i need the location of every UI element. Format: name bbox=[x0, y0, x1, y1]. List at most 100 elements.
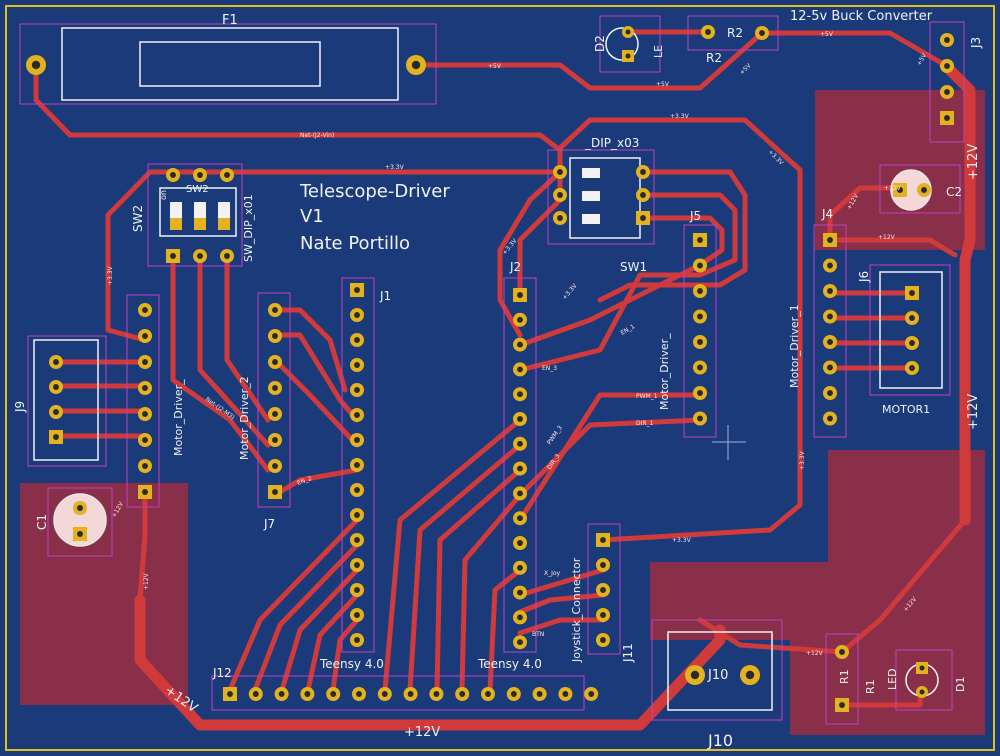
j7-pad-8 bbox=[268, 485, 282, 499]
ref-j10: J10 bbox=[707, 731, 733, 750]
md1-pad-5 bbox=[823, 335, 837, 349]
net-label-12v-big-bottom: +12V bbox=[404, 725, 440, 740]
j12-pad-14 bbox=[558, 687, 573, 701]
ref-d1-led: LED bbox=[886, 668, 899, 690]
net-label-12v-a: +12V bbox=[878, 234, 896, 241]
j1-pad-3 bbox=[350, 333, 364, 347]
sw1-left-pad-2 bbox=[553, 188, 567, 202]
c2-pad-1 bbox=[893, 183, 907, 197]
j6-body bbox=[879, 271, 943, 389]
sw1-right-pad-3 bbox=[636, 211, 650, 225]
trace-3v3-j2 bbox=[497, 169, 563, 338]
j7-pad-3 bbox=[268, 355, 282, 369]
j2-pad-7 bbox=[513, 436, 527, 451]
j2-pad-10 bbox=[513, 511, 527, 526]
net-label-3v3-g: +3.3V bbox=[799, 450, 806, 470]
trace-joy-2 bbox=[517, 592, 606, 615]
j12-pad-6 bbox=[352, 687, 366, 701]
sw2-top-pad-3 bbox=[220, 168, 234, 182]
j7-pad-5 bbox=[268, 407, 282, 421]
courtyard-d2 bbox=[599, 15, 661, 73]
j7-pad-7 bbox=[268, 459, 282, 473]
trace-xjoy bbox=[517, 567, 606, 598]
board-outline bbox=[5, 5, 995, 751]
trace-12v-r1 bbox=[697, 617, 845, 655]
j2-pad-4 bbox=[513, 362, 527, 377]
j1-pad-4 bbox=[350, 358, 364, 372]
md3-pad-2 bbox=[138, 329, 152, 343]
md1-pad-7 bbox=[823, 386, 837, 400]
courtyard-j3 bbox=[929, 21, 965, 143]
courtyard-j2 bbox=[503, 277, 537, 653]
j7-pad-1 bbox=[268, 303, 282, 317]
j2-pad-12 bbox=[513, 560, 527, 575]
trace-12v-wide-right bbox=[939, 59, 976, 526]
sw2-top-pad-1 bbox=[166, 168, 180, 182]
j11-pad-1 bbox=[596, 533, 610, 547]
j7-pad-2 bbox=[268, 329, 282, 343]
ref-j1: J1 bbox=[379, 289, 391, 303]
trace-net-vin bbox=[33, 62, 563, 298]
trace-j12-j bbox=[487, 567, 523, 693]
j1-pad-5 bbox=[350, 383, 364, 397]
md1-pad-3 bbox=[823, 284, 837, 298]
trace-sw1-1 bbox=[597, 169, 748, 303]
sw2-body bbox=[159, 187, 237, 237]
trace-3v3-sw2 bbox=[105, 169, 563, 343]
ref-d2: D2 bbox=[593, 35, 607, 52]
trace-j7-2 bbox=[272, 332, 360, 423]
sw1-actuator-3 bbox=[582, 214, 600, 224]
trace-5v-j3 bbox=[759, 30, 948, 68]
courtyard-r2 bbox=[687, 15, 779, 51]
md3-pad-4 bbox=[138, 381, 152, 395]
trace-sw2-c bbox=[224, 252, 271, 423]
j6-pad-2 bbox=[905, 311, 919, 325]
buck-converter-label: 12-5v Buck Converter bbox=[790, 9, 933, 24]
trace-5v-main bbox=[413, 30, 765, 91]
trace-12v-wide-bottom bbox=[134, 594, 726, 731]
traces bbox=[33, 29, 976, 731]
trace-sw1-2 bbox=[517, 192, 738, 373]
trace-j12-g bbox=[407, 442, 523, 693]
md3-pad-7 bbox=[138, 459, 152, 473]
ref-j10-pad: J10 bbox=[707, 668, 728, 683]
r1-pad-2 bbox=[835, 698, 849, 712]
courtyard-j5 bbox=[683, 224, 717, 438]
net-label-12v-c: +12V bbox=[143, 572, 150, 590]
d1-pad-1 bbox=[916, 662, 928, 674]
j1-pad-9 bbox=[350, 483, 364, 497]
courtyard-sw2 bbox=[147, 163, 243, 267]
net-label-12v-g: +12V bbox=[884, 185, 902, 192]
j12-pad-13 bbox=[532, 687, 547, 701]
j9-pad-1 bbox=[49, 355, 63, 369]
j10-body bbox=[667, 631, 773, 711]
j1-pad-1 bbox=[350, 283, 364, 297]
r2-pad-2 bbox=[755, 26, 769, 40]
dip-actuators bbox=[170, 168, 600, 230]
j5-pad-3 bbox=[693, 284, 707, 298]
j3-pad-2 bbox=[940, 59, 954, 73]
ref-j4: J4 bbox=[821, 207, 833, 221]
j6-pad-4 bbox=[905, 361, 919, 375]
net-label-12v-big-right-a: +12V bbox=[966, 144, 981, 180]
net-label-3v3-a: +3.3V bbox=[385, 164, 405, 171]
j12-pad-5 bbox=[326, 687, 341, 701]
board-author: Nate Portillo bbox=[300, 233, 410, 254]
j12-pad-10 bbox=[455, 687, 470, 701]
md1-pad-1 bbox=[823, 233, 837, 247]
ref-d1: D1 bbox=[954, 677, 967, 692]
f1-pad-1 bbox=[26, 55, 46, 75]
trace-sw1-3 bbox=[517, 215, 725, 348]
sw2-top-pad-2 bbox=[193, 168, 207, 182]
j2-pad-14 bbox=[513, 610, 527, 625]
r2-pad-1 bbox=[701, 25, 715, 39]
courtyard-j1 bbox=[341, 277, 375, 653]
capacitors bbox=[53, 169, 932, 547]
courtyard-j9 bbox=[27, 335, 107, 467]
j12-pad-15 bbox=[584, 687, 599, 701]
j9-pad-3 bbox=[49, 405, 63, 419]
j11-pad-4 bbox=[596, 608, 610, 622]
net-label-en3: EN_3 bbox=[542, 365, 557, 372]
net-label-en2: EN_2 bbox=[296, 475, 313, 487]
